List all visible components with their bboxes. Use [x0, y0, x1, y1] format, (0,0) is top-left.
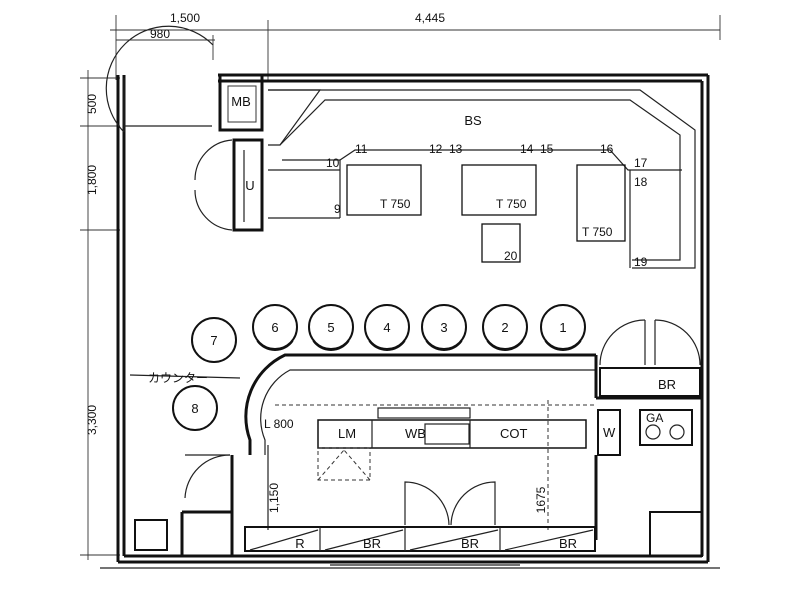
svg-text:9: 9 — [334, 202, 341, 216]
dim-top-left: 1,500 — [170, 11, 200, 25]
svg-text:8: 8 — [191, 401, 198, 416]
svg-text:5: 5 — [327, 320, 334, 335]
svg-text:11: 11 — [355, 142, 368, 156]
kitchen-depth-dim: 1675 — [534, 486, 548, 513]
bar-seat-5 — [308, 304, 354, 350]
table-3 — [576, 164, 626, 242]
mb-room — [218, 73, 264, 132]
bar-seat-7 — [191, 317, 237, 363]
table-2-label: T 750 — [496, 197, 527, 211]
bar-seat-3 — [421, 304, 467, 350]
lm-label: LM — [338, 426, 356, 441]
bar-seat-8 — [172, 385, 218, 431]
bs-label: BS — [464, 113, 482, 128]
mb-label: MB — [231, 94, 251, 109]
dim-top-right: 4,445 — [415, 11, 445, 25]
svg-text:15: 15 — [540, 142, 554, 156]
kitchen-left-door[interactable] — [184, 454, 231, 499]
svg-text:17: 17 — [634, 156, 648, 170]
wb-label: WB — [405, 426, 426, 441]
dim-left-mid: 1,800 — [85, 165, 99, 195]
bar-seat-numbers: 1 2 3 4 5 6 7 8 — [191, 320, 566, 416]
bar-seat-6 — [252, 304, 298, 350]
svg-text:1: 1 — [559, 320, 566, 335]
counter-width-dim: L 800 — [264, 417, 294, 431]
svg-text:13: 13 — [449, 142, 463, 156]
kitchen-equipment — [275, 400, 596, 530]
counter-note: カウンター — [148, 371, 208, 385]
table-20-label: 20 — [504, 249, 518, 263]
kitchen-double-door[interactable] — [404, 481, 496, 526]
br-bottom-1: R — [295, 536, 304, 551]
right-service-area — [594, 367, 702, 540]
u-storage — [232, 138, 264, 232]
br-bottom-4: BR — [559, 536, 577, 551]
kitchen-walls — [134, 445, 703, 557]
dimension-lines — [80, 15, 721, 560]
svg-text:3: 3 — [440, 320, 447, 335]
table-2 — [461, 164, 537, 216]
cot-label: COT — [500, 426, 528, 441]
dim-left-bottom: 3,300 — [85, 405, 99, 435]
svg-text:4: 4 — [383, 320, 390, 335]
br-right-label: BR — [658, 377, 676, 392]
bar-seat-4 — [364, 304, 410, 350]
br-bottom-3: BR — [461, 536, 479, 551]
booth-seat — [268, 89, 696, 269]
booth-seat-numbers: 9 10 11 12 13 14 15 16 17 18 19 — [326, 142, 648, 269]
bottom-refrigerators — [244, 526, 596, 552]
table-3-label: T 750 — [582, 225, 613, 239]
side-door[interactable] — [194, 139, 233, 231]
dim-left-top: 500 — [85, 94, 99, 114]
svg-text:16: 16 — [600, 142, 614, 156]
table-1 — [346, 164, 422, 216]
tables — [346, 164, 626, 263]
u-label: U — [245, 178, 254, 193]
right-double-door[interactable] — [599, 319, 701, 366]
entrance-door[interactable] — [105, 25, 214, 133]
svg-text:14: 14 — [520, 142, 534, 156]
br-bottom-2: BR — [363, 536, 381, 551]
svg-text:18: 18 — [634, 175, 648, 189]
outer-walls — [100, 73, 720, 569]
counter-depth-dim: 1,150 — [267, 483, 281, 513]
w-label: W — [603, 425, 616, 440]
bar-stools — [172, 304, 586, 431]
bar-seat-1 — [540, 304, 586, 350]
table-1-label: T 750 — [380, 197, 411, 211]
svg-text:10: 10 — [326, 156, 340, 170]
bar-seat-2 — [482, 304, 528, 350]
svg-text:19: 19 — [634, 255, 648, 269]
ga-label: GA — [646, 411, 663, 425]
svg-text:6: 6 — [271, 320, 278, 335]
dim-top-door: 980 — [150, 27, 170, 41]
bar-counter — [129, 353, 598, 455]
svg-text:7: 7 — [210, 333, 217, 348]
table-20 — [481, 223, 521, 263]
svg-text:12: 12 — [429, 142, 443, 156]
svg-text:2: 2 — [501, 320, 508, 335]
